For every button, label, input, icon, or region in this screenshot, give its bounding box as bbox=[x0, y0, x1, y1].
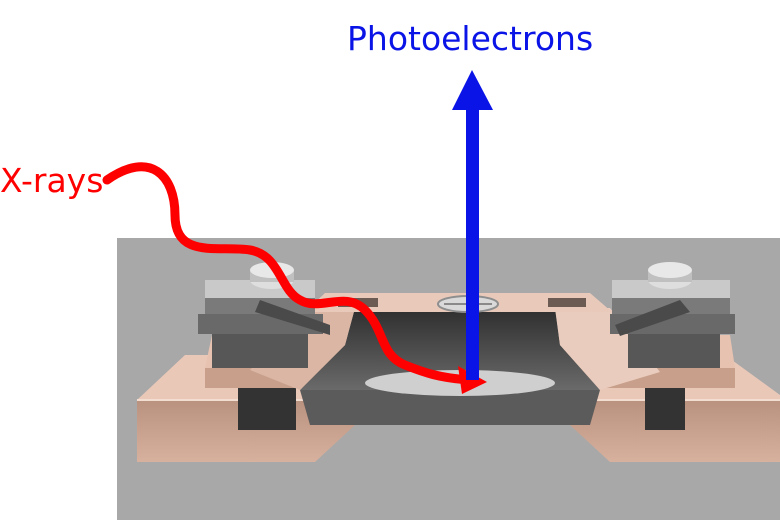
right-pillar bbox=[645, 385, 685, 430]
xray-wave-arrow bbox=[102, 162, 475, 385]
right-clamp bbox=[610, 262, 735, 368]
photoelectron-arrowhead bbox=[452, 70, 493, 110]
base-plate-front bbox=[137, 400, 780, 462]
photoelectrons-label: Photoelectrons bbox=[347, 19, 594, 58]
cone-wall-right bbox=[555, 308, 660, 390]
xrays-label: X-rays bbox=[0, 161, 104, 200]
sample-pedestal bbox=[300, 390, 600, 425]
photoelectron-arrow-shaft bbox=[466, 108, 479, 380]
left-pillar bbox=[238, 385, 296, 430]
